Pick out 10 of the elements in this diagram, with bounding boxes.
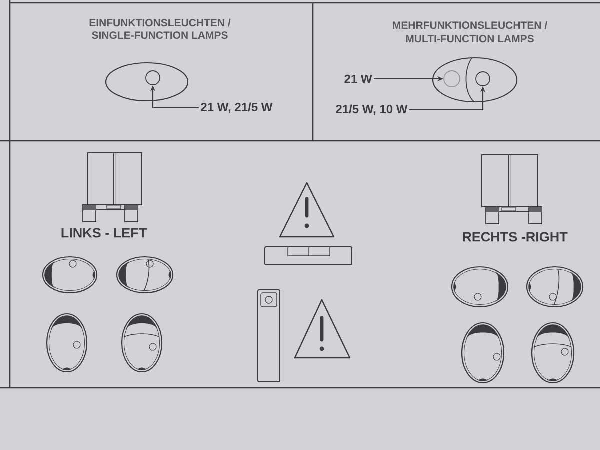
bulb-circle: [444, 70, 460, 88]
wattage-label: 21 W: [344, 74, 372, 84]
wattage-label: 21/5 W, 10 W: [336, 104, 408, 116]
bulb-circle: [146, 70, 160, 86]
side-label: RECHTS -RIGHT: [463, 232, 568, 242]
side-label: LINKS - LEFT: [62, 228, 147, 238]
section-heading: EINFUNKTIONSLEUCHTEN / SINGLE-FUNCTION LAMPS: [90, 18, 231, 40]
section-heading: MEHRFUNKTIONSLEUCHTEN / MULTI-FUNCTION LAMPS: [393, 21, 548, 43]
bulb-circle: [476, 72, 490, 86]
wattage-label: 21 W, 21/5 W: [201, 102, 273, 114]
